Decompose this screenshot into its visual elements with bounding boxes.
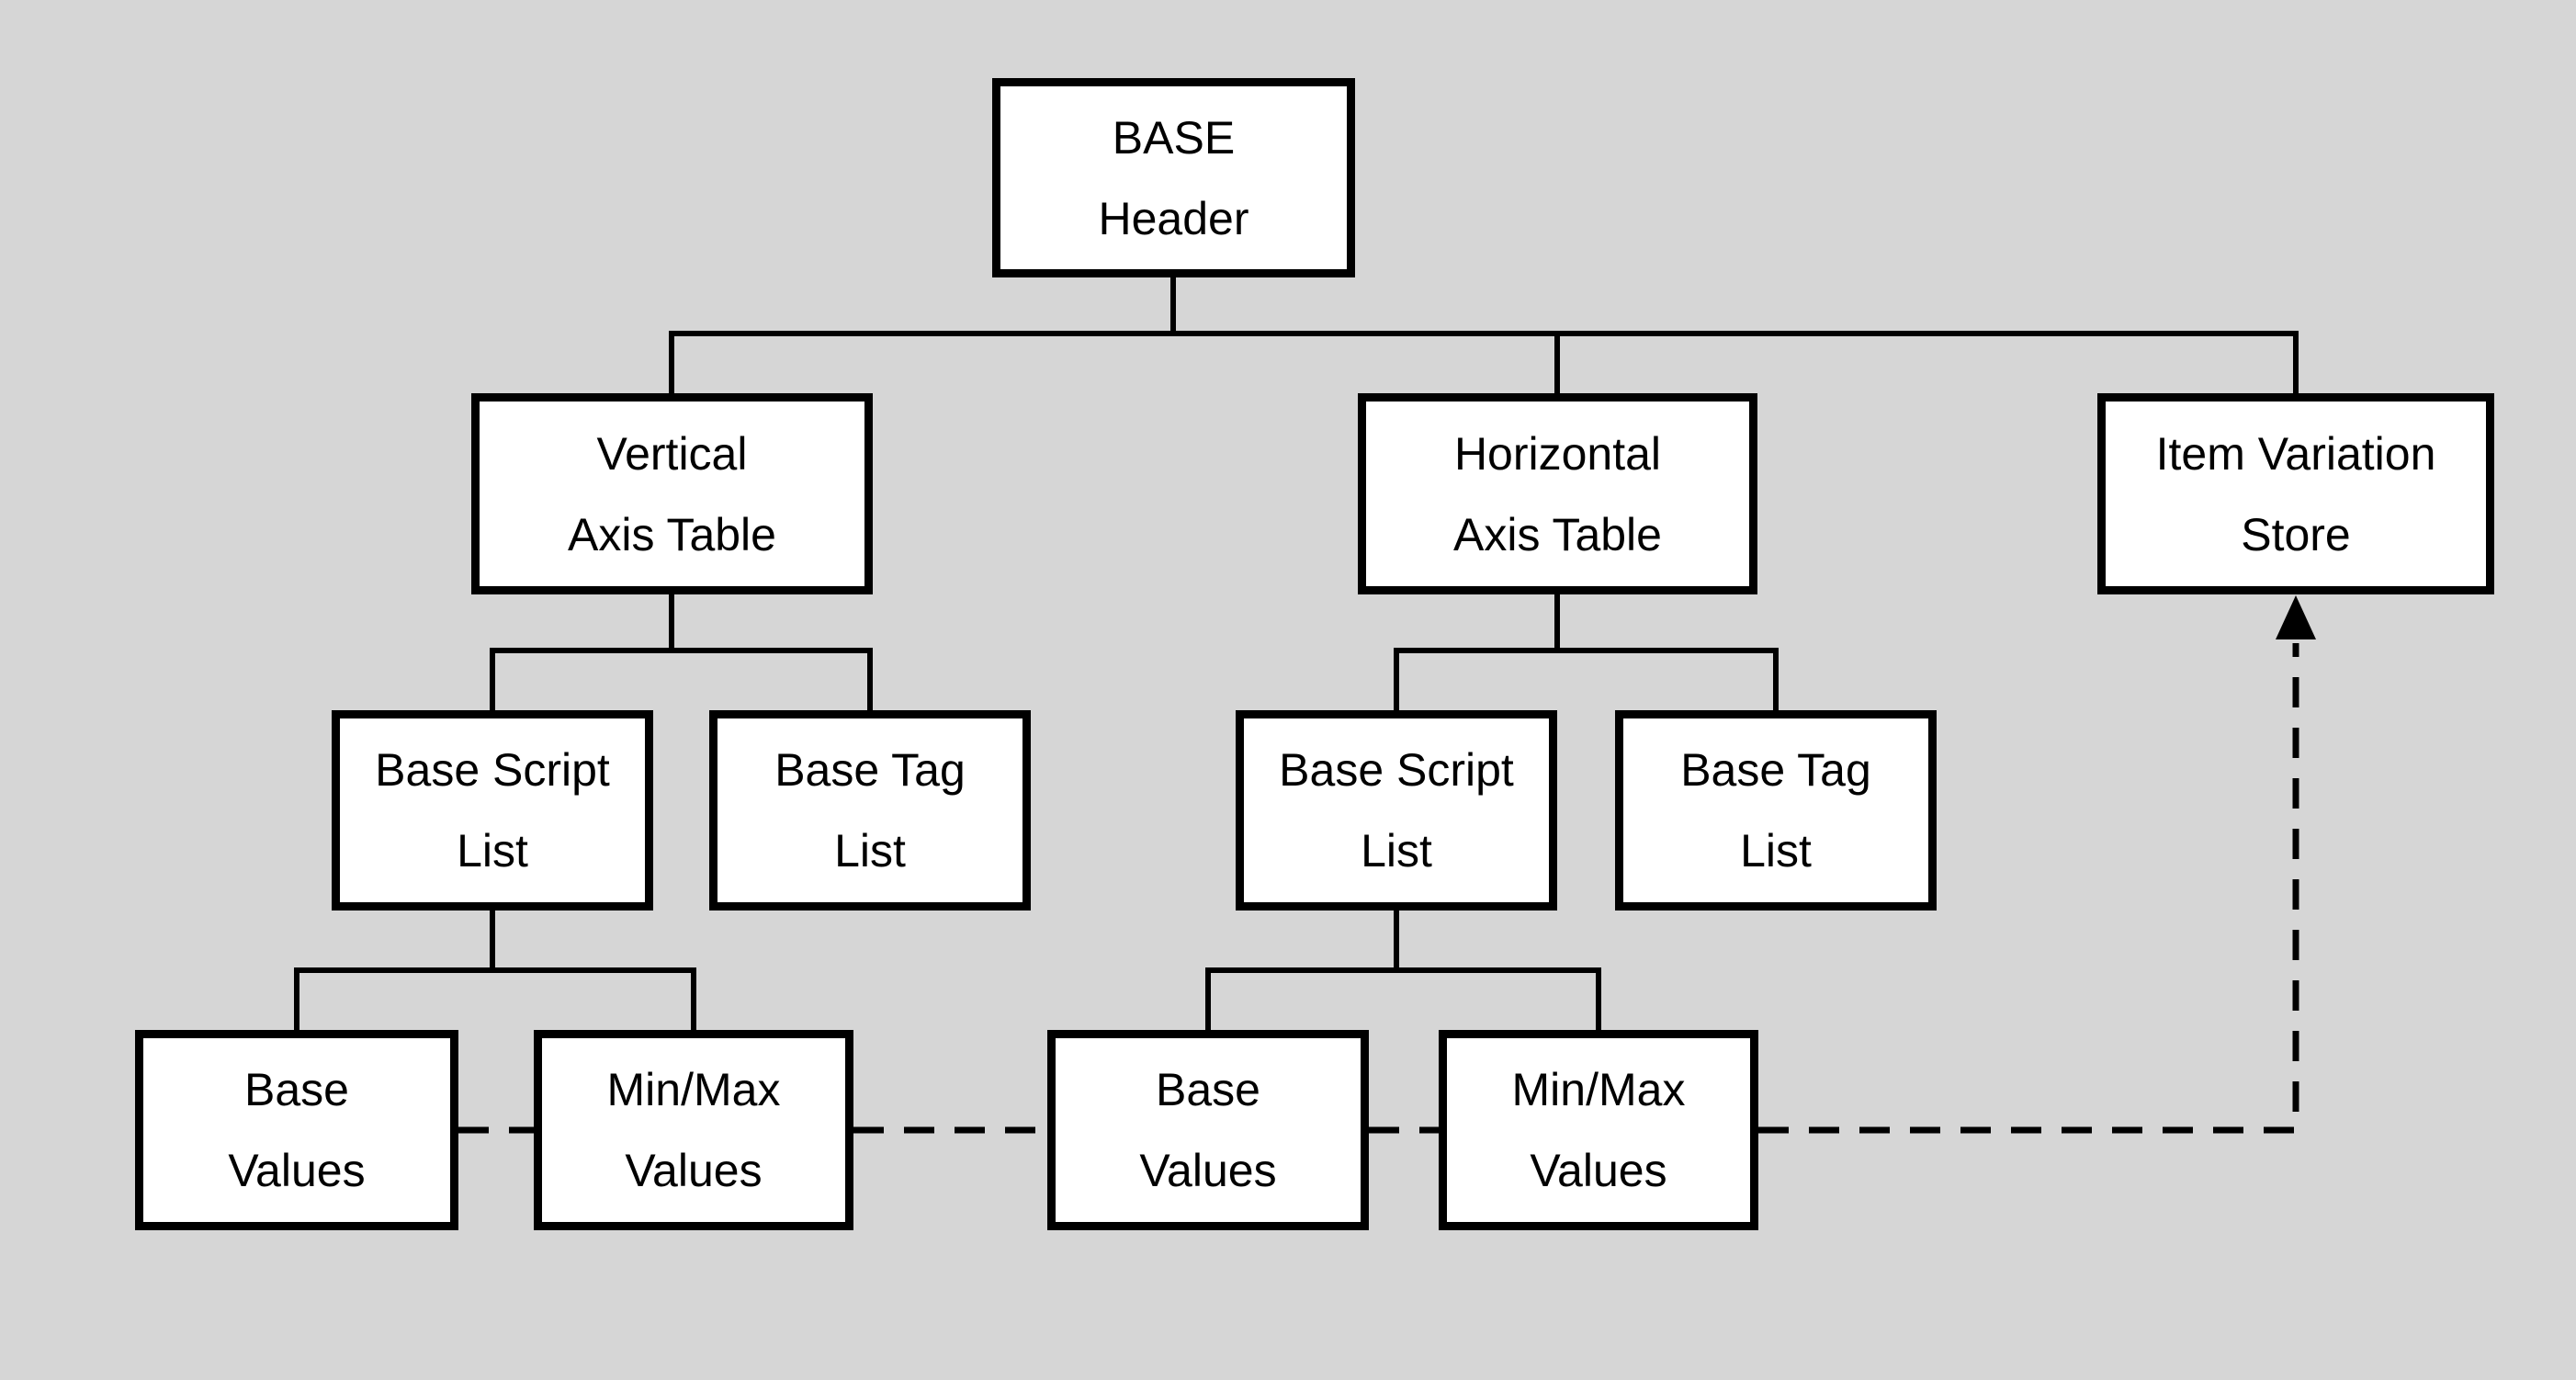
node-minmax-values-left: Min/Max Values xyxy=(534,1030,853,1230)
node-base-values-left: Base Values xyxy=(135,1030,458,1230)
node-base-script-list-right: Base Script List xyxy=(1236,710,1557,911)
node-base-tag-list-left: Base Tag List xyxy=(709,710,1031,911)
dashed-arrowhead xyxy=(2276,595,2316,639)
node-base-values-right: Base Values xyxy=(1047,1030,1369,1230)
node-vertical-axis-table: Vertical Axis Table xyxy=(471,393,873,594)
node-base-header: BASE Header xyxy=(992,78,1355,277)
dashed-link-to-item-variation-store xyxy=(1758,643,2299,1134)
node-base-script-list-left: Base Script List xyxy=(332,710,653,911)
node-minmax-values-right: Min/Max Values xyxy=(1439,1030,1758,1230)
node-base-tag-list-right: Base Tag List xyxy=(1615,710,1937,911)
node-item-variation-store: Item Variation Store xyxy=(2097,393,2494,594)
node-horizontal-axis-table: Horizontal Axis Table xyxy=(1358,393,1757,594)
